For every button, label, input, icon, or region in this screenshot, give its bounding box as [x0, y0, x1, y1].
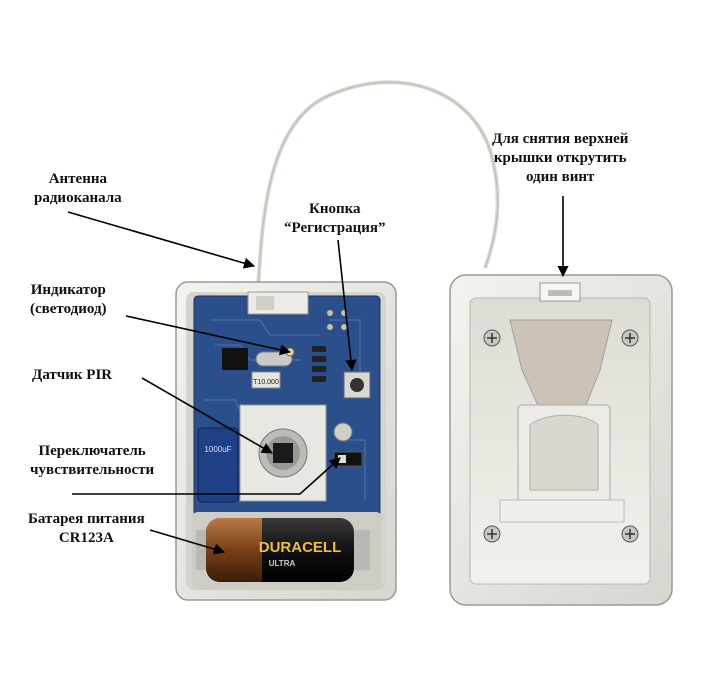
arrow-indicator — [125, 315, 292, 356]
arrow-button — [337, 239, 357, 372]
label-switch: Переключатель чувствительности — [30, 443, 155, 478]
arrow-pir — [141, 377, 273, 454]
svg-text:1000uF: 1000uF — [204, 445, 231, 454]
arrow-switch — [72, 457, 341, 495]
chip — [222, 348, 248, 370]
antenna-wire — [256, 80, 500, 293]
label-cover: Для снятия верхней крышки открутить один… — [492, 131, 629, 185]
battery-sub: ULTRA — [269, 559, 296, 568]
arrow-battery — [149, 529, 226, 555]
label-indicator: Индикатор (светодиод) — [30, 282, 107, 317]
battery-brand: DURACELL — [259, 539, 342, 556]
chip-mark: T10.000 — [253, 379, 279, 386]
capacitor — [197, 427, 239, 503]
label-battery: Батарея питания CR123A — [28, 511, 145, 546]
label-antenna: Антенна радиоканала — [34, 171, 122, 206]
arrow-antenna — [67, 211, 256, 269]
label-pir: Датчик PIR — [32, 367, 113, 383]
pir-sensor — [273, 443, 293, 463]
label-button: Кнопка “Регистрация” — [284, 201, 386, 236]
